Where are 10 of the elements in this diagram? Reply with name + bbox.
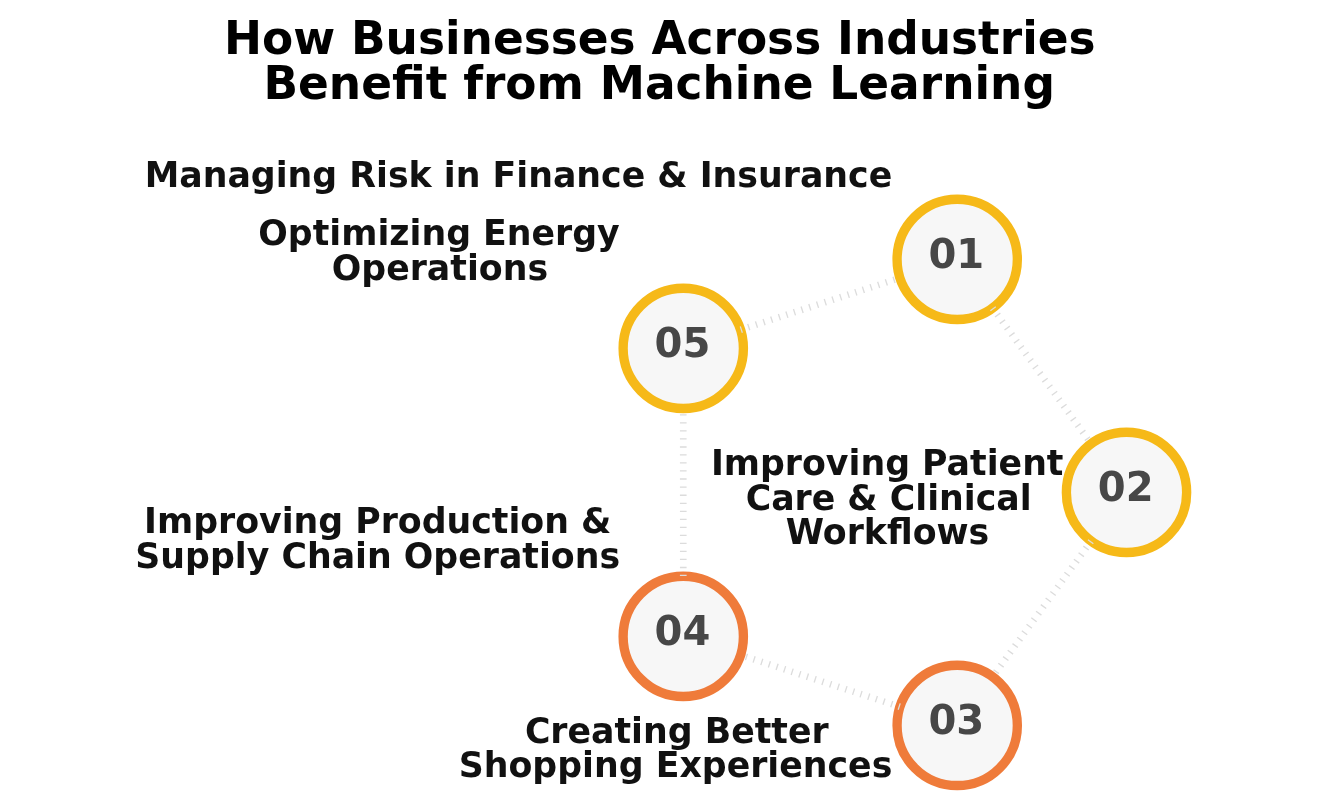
node-label: Creating Better Shopping Experiences	[458, 710, 893, 786]
diagram-title: How Businesses Across Industries Benefit from Machine Learning	[224, 11, 1096, 111]
node-circle: 01	[892, 194, 1023, 325]
node-circle: 05	[618, 283, 749, 414]
node-circle: 03	[892, 660, 1023, 791]
node-label: Optimizing Energy Operations	[258, 213, 620, 288]
node-label: Managing Risk in Finance & Insurance	[144, 154, 893, 195]
node-circle: 04	[618, 571, 749, 702]
node-label: Improving Production & Supply Chain Operations	[135, 501, 621, 576]
node-label: Improving Patient Care & Clinical Workflows	[710, 442, 1064, 553]
